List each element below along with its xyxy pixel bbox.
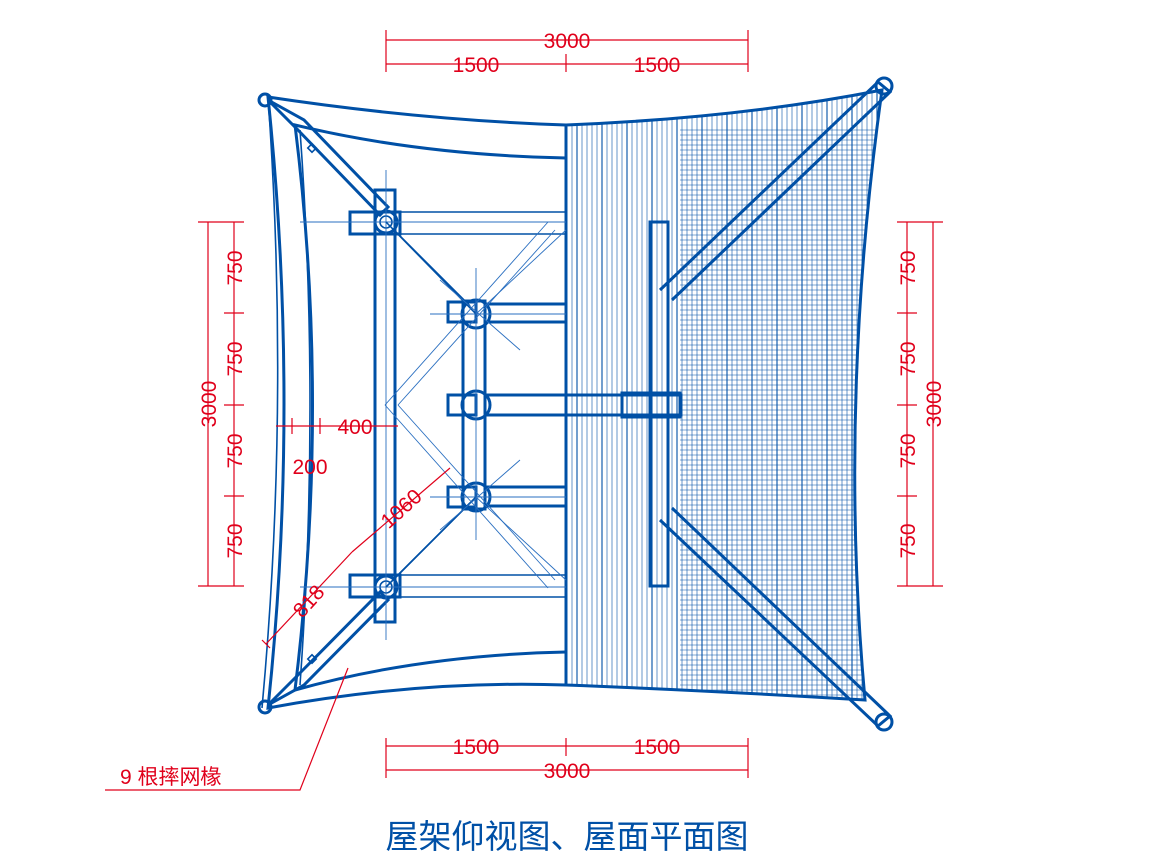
corner-beams	[266, 98, 391, 707]
dim-right-total: 3000	[923, 381, 946, 428]
roof-tile-lines	[571, 90, 880, 700]
central-ridge	[564, 220, 683, 588]
dim-left-seg-2: 750	[224, 341, 247, 376]
horizontal-beams	[300, 170, 566, 640]
eave-outline	[266, 95, 567, 710]
dim-right-seg-4: 750	[897, 523, 920, 558]
dim-top-left: 1500	[453, 54, 500, 77]
leader-label: 9 根摔网椽	[120, 766, 222, 789]
dim-left-seg-1: 750	[224, 250, 247, 285]
dim-left-seg-4: 750	[224, 523, 247, 558]
dim-right-seg-3: 750	[897, 433, 920, 468]
dimension-texts: 3000 1500 1500 1500 1500 3000 3000 750 7…	[120, 30, 946, 789]
diagonal-bracing	[384, 221, 567, 589]
dim-eave-inner: 200	[292, 456, 327, 479]
roof-plan-outline	[564, 88, 884, 702]
dim-diagonal-1060: 1060	[377, 485, 427, 533]
dim-bottom-right: 1500	[634, 736, 681, 759]
dim-bottom-left: 1500	[453, 736, 500, 759]
columns	[348, 188, 492, 624]
dimension-lines	[105, 30, 943, 791]
hip-ridges	[658, 76, 894, 732]
drawing-caption: 屋架仰视图、屋面平面图	[386, 819, 749, 856]
dim-bottom-total: 3000	[544, 760, 591, 783]
dim-top-total: 3000	[544, 30, 591, 53]
frame-underside	[257, 92, 567, 715]
dim-left-total: 3000	[198, 381, 221, 428]
dim-top-right: 1500	[634, 54, 681, 77]
dim-eave-width: 400	[337, 416, 372, 439]
dim-right-seg-2: 750	[897, 341, 920, 376]
dim-right-seg-1: 750	[897, 250, 920, 285]
roof-plan	[564, 76, 894, 732]
dim-left-seg-3: 750	[224, 433, 247, 468]
